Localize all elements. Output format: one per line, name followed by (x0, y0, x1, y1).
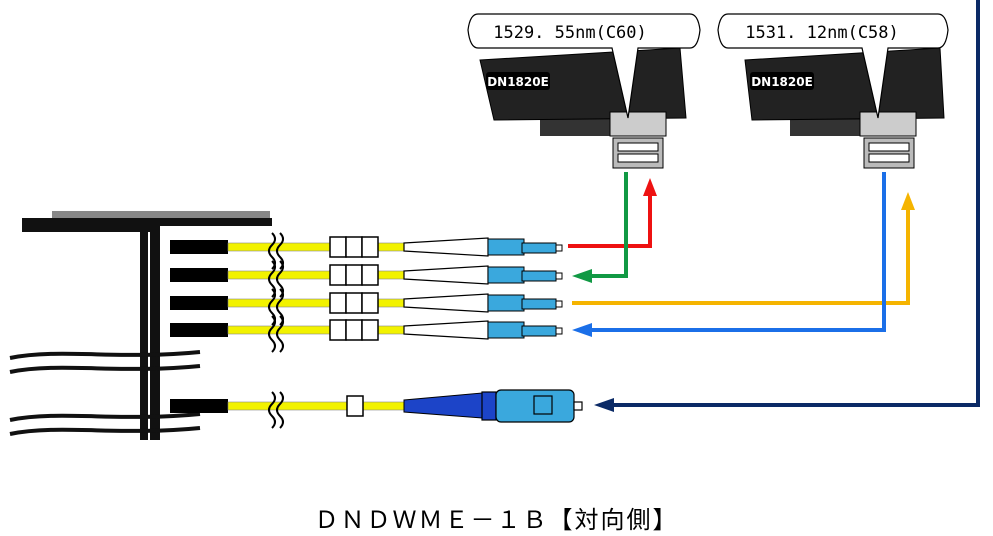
wavelength-callout-2: 1531. 12nm(C58) (717, 13, 949, 119)
lc-connector-1 (487, 238, 563, 256)
cord-label-tags (329, 236, 379, 417)
panel-port-3 (170, 296, 228, 310)
sc-connector (481, 389, 583, 423)
wavelength-label-2: 1531. 12nm(C58) (745, 23, 899, 43)
navy-path (594, 0, 980, 412)
lc-connector-4 (487, 321, 563, 339)
wavelength-label-1: 1529. 55nm(C60) (493, 23, 647, 43)
sc-boot (403, 392, 483, 419)
lc-connector-2 (487, 266, 563, 284)
signal-paths (568, 0, 980, 412)
green-path (572, 172, 628, 283)
connector-boots (403, 237, 489, 340)
transceiver-1-model: DN1820E (487, 75, 549, 89)
diagram-caption: ＤＮＤＷＭＥ－１Ｂ【対向側】 (314, 506, 679, 534)
panel-break-lines (9, 350, 201, 436)
patch-panel (9, 211, 272, 440)
wavelength-callout-1: 1529. 55nm(C60) (467, 13, 701, 119)
transceiver-2: DN1820E 1531. 12nm(C58) (717, 13, 949, 169)
panel-port-4 (170, 323, 228, 337)
red-path (568, 178, 657, 248)
panel-port-2 (170, 268, 228, 282)
blue-path (572, 172, 886, 337)
orange-path (572, 192, 915, 305)
fiber-break-symbols (268, 232, 284, 429)
transceiver-1: DN1820E 1529. 55nm(C60) (467, 13, 701, 169)
transceiver-2-model: DN1820E (751, 75, 813, 89)
panel-port-5 (170, 399, 228, 413)
lc-connector-3 (487, 294, 563, 312)
fiber-cords (227, 232, 583, 429)
lc-connectors (487, 238, 563, 339)
panel-port-1 (170, 240, 228, 254)
